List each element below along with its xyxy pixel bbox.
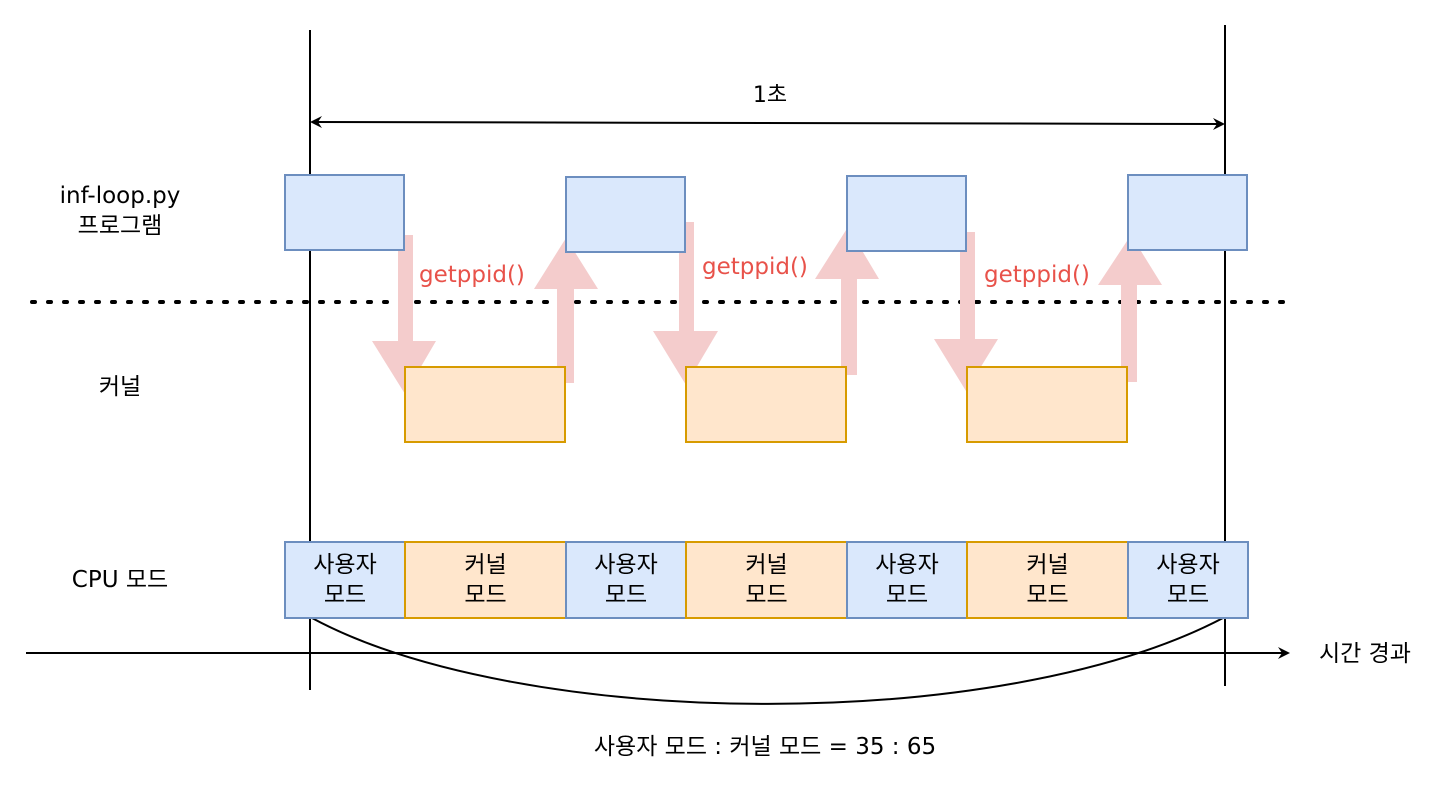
row-label-program: inf-loop.py 프로그램	[59, 183, 181, 239]
syscall-return-arrow	[1098, 235, 1162, 382]
duration-label: 1초	[752, 83, 788, 108]
program-run-block	[1127, 174, 1248, 251]
ratio-brace-arc	[311, 617, 1224, 705]
syscall-down-arrow	[372, 235, 436, 394]
segment-label-line1: 사용자	[313, 552, 377, 578]
segment-label-line2: 모드	[604, 582, 648, 608]
segment-label-line1: 커널	[745, 552, 788, 578]
segment-label-line2: 모드	[1026, 582, 1069, 608]
segment-label-line1: 커널	[1026, 552, 1069, 578]
segment-label-line2: 모드	[464, 582, 507, 608]
row-label-cpu-mode: CPU 모드	[71, 567, 169, 593]
row-label-kernel: 커널	[98, 374, 142, 400]
segment-label-line2: 모드	[323, 582, 367, 608]
syscall-label: getppid()	[702, 254, 808, 280]
segment-label-line1: 사용자	[875, 552, 939, 578]
segment-label-line1: 사용자	[1156, 552, 1220, 578]
syscall-return-arrow	[534, 238, 598, 383]
kernel-run-block	[966, 366, 1128, 443]
mode-ratio-text: 사용자 모드 : 커널 모드 = 35 : 65	[593, 734, 937, 760]
segment-label-line2: 모드	[885, 582, 929, 608]
program-run-block	[284, 174, 405, 251]
syscall-return-arrow	[815, 227, 879, 375]
segment-label-line1: 사용자	[594, 552, 658, 578]
segment-label-line2: 모드	[1166, 582, 1210, 608]
program-run-block	[846, 175, 967, 252]
time-axis-label: 시간 경과	[1319, 641, 1411, 667]
syscall-down-arrow	[934, 232, 998, 391]
duration-arrow	[310, 116, 1225, 130]
syscall-label: getppid()	[984, 262, 1090, 288]
program-run-block	[565, 176, 686, 253]
syscall-down-arrow	[653, 222, 718, 385]
kernel-run-block	[685, 366, 847, 443]
kernel-run-block	[404, 366, 566, 443]
syscall-label: getppid()	[419, 262, 525, 288]
segment-label-line1: 커널	[464, 552, 507, 578]
segment-label-line2: 모드	[745, 582, 788, 608]
